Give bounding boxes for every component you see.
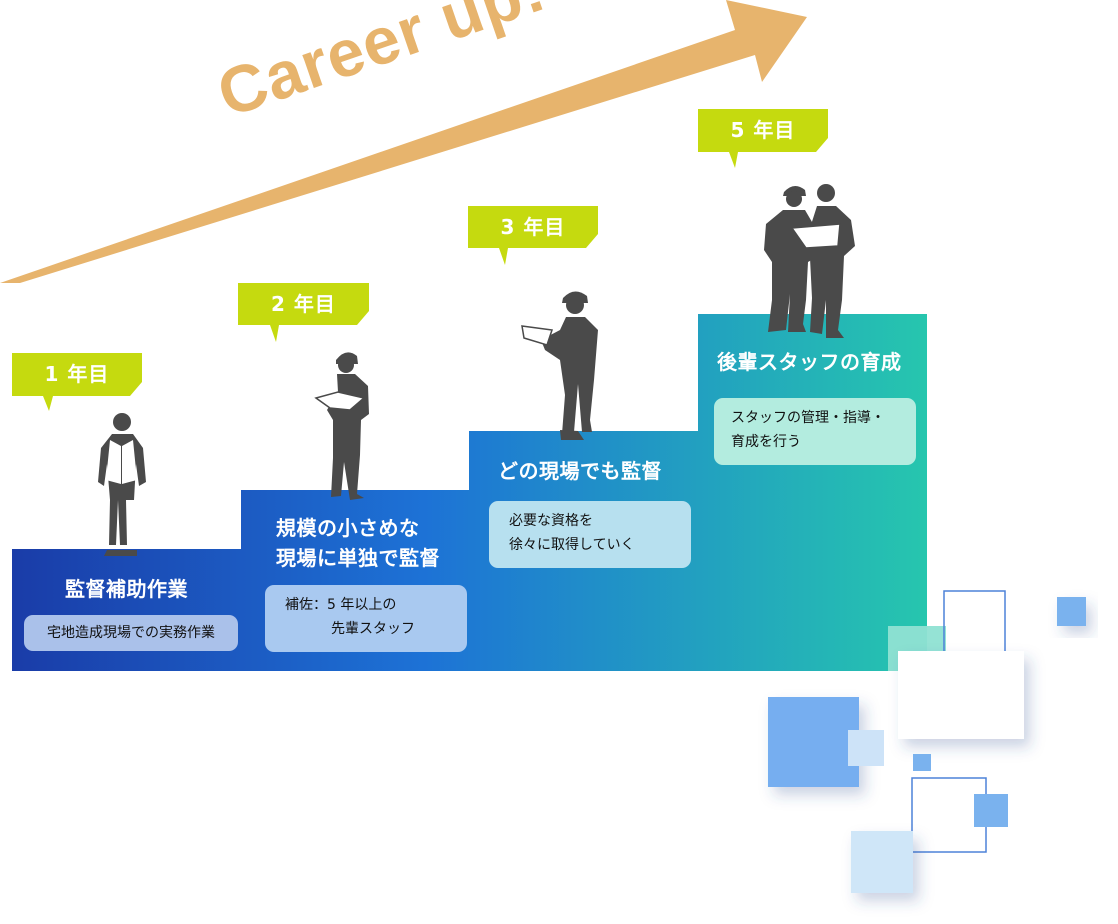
step-3-note-line-1: 必要な資格を: [509, 513, 593, 529]
worker-document-silhouette: [521, 291, 598, 440]
step-5-title: 後輩スタッフの育成: [717, 350, 902, 374]
worker-clipboard-silhouette: [314, 352, 369, 500]
step-3-note-line-2: 徐々に取得していく: [509, 537, 635, 553]
year-badge-1: 1 年目: [44, 362, 110, 386]
career-stairs: [12, 314, 927, 671]
workers-pair-silhouette: [764, 184, 855, 338]
decorative-squares: [768, 590, 1086, 893]
year-badge-3-shape: [468, 206, 598, 265]
step-5-note: スタッフの管理・指導・ 育成を行う: [714, 398, 916, 465]
worker-vest-silhouette: [98, 413, 146, 556]
step-5-note-line-2: 育成を行う: [731, 434, 801, 450]
step-1-note-text: 宅地造成現場での実務作業: [47, 625, 215, 641]
year-badge-5-shape: [698, 109, 828, 168]
step-3-title: どの現場でも監督: [498, 459, 662, 483]
step-1-note: 宅地造成現場での実務作業: [24, 615, 238, 651]
year-badge-1-shape: [12, 353, 142, 411]
step-2-title-line-1: 規模の小さめな: [276, 516, 420, 540]
year-badge-5: 5 年目: [730, 118, 796, 142]
step-2-note: 補佐：5 年以上の 先輩スタッフ: [265, 585, 467, 652]
step-2-note-line-1: 補佐：5 年以上の: [285, 597, 397, 613]
year-badge-2-shape: [238, 283, 369, 342]
step-3-note: 必要な資格を 徐々に取得していく: [489, 501, 691, 568]
step-1-title: 監督補助作業: [65, 577, 188, 601]
year-badge-2: 2 年目: [271, 292, 336, 316]
step-2-title: 規模の小さめな 現場に単独で監督: [276, 514, 476, 572]
step-5-note-line-1: スタッフの管理・指導・: [731, 410, 885, 426]
step-2-note-line-2: 先輩スタッフ: [331, 621, 415, 637]
year-badge-3: 3 年目: [500, 215, 566, 239]
step-2-title-line-2: 現場に単独で監督: [276, 546, 440, 570]
